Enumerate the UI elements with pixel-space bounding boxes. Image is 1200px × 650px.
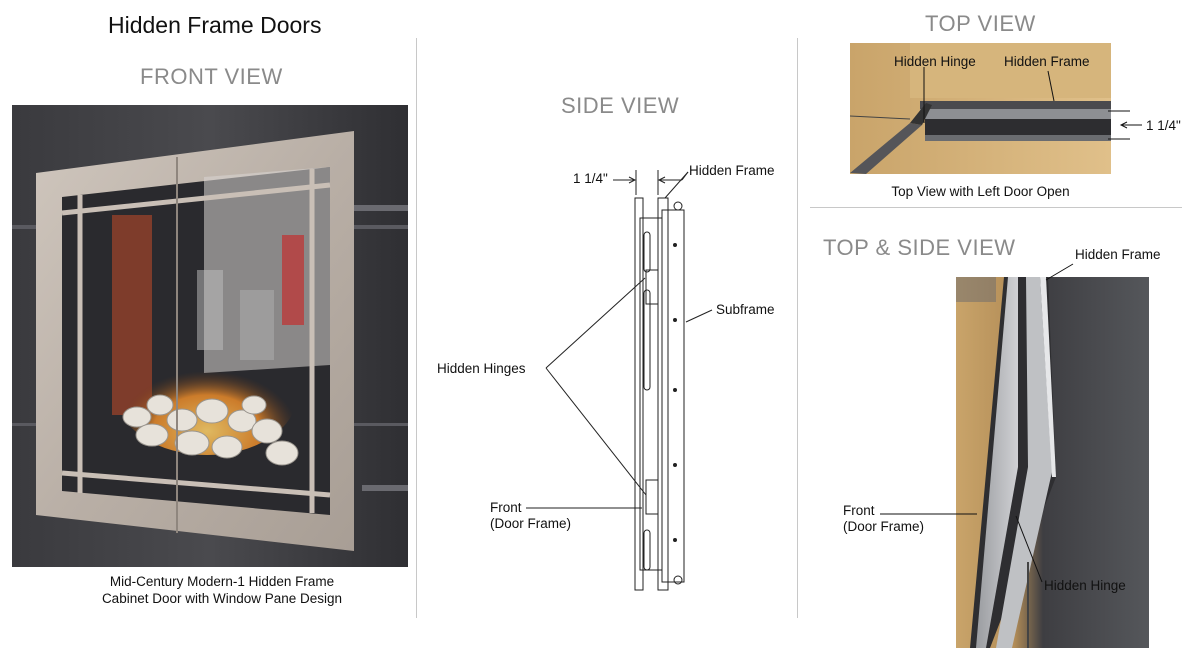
front-view-photo [12,105,408,567]
top-side-view-front-label-line1: Front [843,503,875,518]
front-view-caption: Mid-Century Modern-1 Hidden Frame Cabine… [12,573,432,607]
top-side-view-hidden-frame-label: Hidden Frame [1075,247,1161,262]
top-view-caption: Top View with Left Door Open [891,184,1070,199]
top-side-view-front-label-line2: (Door Frame) [843,519,925,534]
side-view-front-label: Front (Door Frame) [490,500,571,532]
side-view-hidden-frame-label: Hidden Frame [689,163,775,178]
top-view-heading: TOP VIEW [925,11,1036,36]
top-side-view-photo [956,277,1149,648]
front-view-heading: FRONT VIEW [140,64,283,89]
page-title: Hidden Frame Doors [108,12,322,38]
front-view-caption-line1: Mid-Century Modern-1 Hidden Frame [109,574,335,589]
top-view-photo [850,43,1111,174]
side-view-diagram [420,150,795,610]
side-view-hidden-hinges-label: Hidden Hinges [437,361,526,376]
side-view-dimension-label: 1 1/4" [573,171,608,186]
side-view-heading: SIDE VIEW [561,93,680,118]
side-view-front-label-line2: (Door Frame) [490,516,572,531]
top-view-hidden-hinge-label: Hidden Hinge [894,54,976,69]
column-divider-left [416,38,417,618]
top-side-view-hidden-hinge-label: Hidden Hinge [1044,578,1126,593]
side-view-front-label-line1: Front [490,500,522,515]
column-divider-right [797,38,798,618]
front-view-caption-line2: Cabinet Door with Window Pane Design [101,591,343,606]
row-divider-right [810,207,1182,208]
top-side-view-front-label: Front (Door Frame) [843,503,924,535]
top-view-annotations [850,43,1190,174]
top-view-hidden-frame-label: Hidden Frame [1004,54,1090,69]
top-side-view-heading: TOP & SIDE VIEW [823,235,1016,260]
top-view-dimension-label: 1 1/4" [1146,118,1181,133]
side-view-subframe-label: Subframe [716,302,775,317]
top-side-view-annotations [840,250,1190,650]
